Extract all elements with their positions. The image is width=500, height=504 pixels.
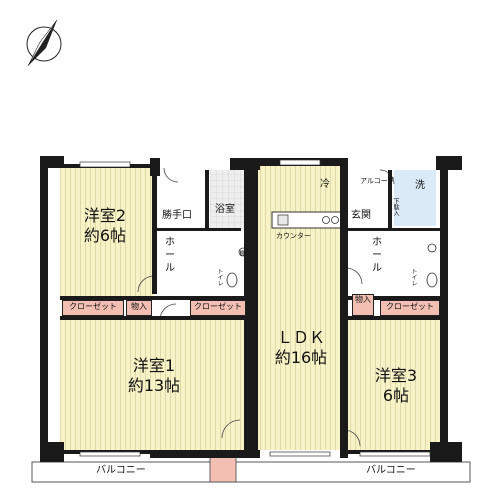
room-ldk-floor bbox=[258, 165, 342, 450]
closet-left-tag: クローゼット bbox=[62, 300, 124, 316]
room-western2-floor bbox=[60, 168, 154, 298]
room-western1-name: 洋室1 bbox=[132, 356, 176, 375]
room-western3-floor bbox=[346, 318, 442, 450]
laundry-floor bbox=[394, 170, 436, 226]
toilet-right-fixture bbox=[426, 272, 438, 288]
alcove-label: アルコーブ bbox=[360, 177, 395, 185]
entrance-label: 玄関 bbox=[351, 210, 371, 221]
balcony-left-label: バルコニー bbox=[96, 465, 146, 476]
service-door-label: 勝手口 bbox=[162, 210, 192, 221]
door-swings bbox=[137, 167, 395, 447]
bath-floor bbox=[210, 170, 250, 230]
balcony-step bbox=[209, 454, 237, 483]
kitchen-sink bbox=[277, 214, 289, 226]
wash-basin-right bbox=[427, 243, 437, 253]
refrigerator-label: 冷 bbox=[320, 179, 330, 190]
stove-burner bbox=[331, 216, 339, 224]
closet-right-tag: クローゼット bbox=[380, 300, 440, 316]
room-western3-size: 6帖 bbox=[382, 386, 410, 405]
laundry-label: 洗 bbox=[415, 180, 425, 191]
bath-label: 浴室 bbox=[215, 204, 235, 215]
room-western2-size: 約6帖 bbox=[83, 226, 127, 245]
room-western3: 洋室3 6帖 bbox=[356, 366, 436, 406]
windows bbox=[79, 159, 431, 457]
balcony-right-label: バルコニー bbox=[366, 465, 416, 476]
closet-mid-tag: クローゼット bbox=[190, 300, 246, 316]
room-ldk: ＬＤＫ 約16帖 bbox=[262, 328, 340, 368]
toilet-left-label: トイレ bbox=[216, 268, 223, 286]
balcony bbox=[31, 461, 471, 483]
hall-left-label: ホール bbox=[165, 237, 175, 274]
room-western2-name: 洋室2 bbox=[83, 206, 127, 225]
hall-left-floor bbox=[155, 232, 237, 292]
room-western1-floor bbox=[60, 320, 246, 450]
toilet-left-fixture bbox=[226, 272, 238, 288]
hall-right-label: ホール bbox=[372, 237, 382, 274]
shoe-box-label: 下駄入 bbox=[392, 198, 399, 216]
toilet-right-label: トイレ bbox=[410, 268, 417, 286]
room-ldk-size: 約16帖 bbox=[274, 348, 328, 367]
storage-left-tag: 物入 bbox=[126, 300, 152, 316]
storage-right-tag: 物入 bbox=[352, 294, 374, 316]
room-ldk-name: ＬＤＫ bbox=[276, 328, 325, 347]
room-western2: 洋室2 約6帖 bbox=[70, 206, 140, 246]
room-western1: 洋室1 約13帖 bbox=[106, 356, 202, 396]
room-western1-size: 約13帖 bbox=[127, 376, 181, 395]
north-arrow-icon bbox=[26, 19, 62, 67]
hall-right-floor bbox=[345, 232, 440, 292]
counter-label: カウンター bbox=[276, 232, 311, 240]
shelf-label: 棚 bbox=[238, 250, 245, 256]
room-western3-name: 洋室3 bbox=[374, 366, 418, 385]
stove-burner bbox=[322, 216, 330, 224]
